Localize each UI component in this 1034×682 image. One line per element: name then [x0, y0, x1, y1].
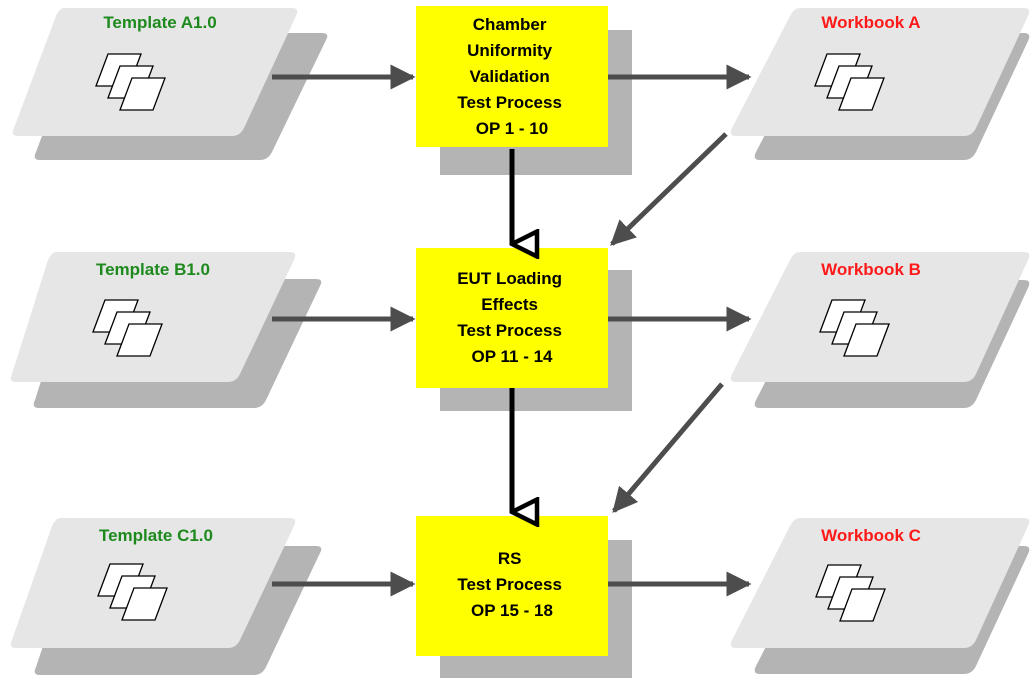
process-2-line: Effects: [481, 295, 538, 314]
workbook-card-c-face: [730, 518, 1030, 648]
process-1-line: Validation: [469, 67, 549, 86]
document-stack-icon: [92, 299, 163, 357]
arrow-workbook-a-to-process-2: [610, 132, 728, 246]
workbook-label-b: Workbook B: [821, 260, 921, 279]
template-card-b: Template B1.0: [10, 252, 322, 408]
document-stack-icon: [97, 563, 168, 621]
workbook-card-b-face: [730, 252, 1030, 382]
process-1-line: Chamber: [473, 15, 547, 34]
process-box-2-text: EUT Loading Effects Test Process OP 11 -…: [457, 269, 567, 366]
process-3-line: RS: [498, 549, 522, 568]
process-1-line: Uniformity: [467, 41, 553, 60]
process-box-1: Chamber Uniformity Validation Test Proce…: [416, 6, 632, 175]
template-card-a: Template A1.0: [12, 8, 328, 160]
process-2-line: Test Process: [457, 321, 562, 340]
document-stack-icon: [815, 564, 886, 622]
process-box-1-face: [416, 6, 608, 147]
template-card-c: Template C1.0: [10, 518, 322, 675]
template-label-b: Template B1.0: [96, 260, 210, 279]
document-stack-icon: [819, 299, 890, 357]
process-1-line: OP 1 - 10: [476, 119, 548, 138]
template-card-b-face: [10, 252, 296, 382]
process-box-1-text: Chamber Uniformity Validation Test Proce…: [457, 15, 566, 138]
workbook-label-c: Workbook C: [821, 526, 921, 545]
process-2-line: OP 11 - 14: [472, 347, 554, 366]
template-label-c: Template C1.0: [99, 526, 213, 545]
process-box-2: EUT Loading Effects Test Process OP 11 -…: [416, 248, 632, 411]
workbook-card-c: Workbook C: [730, 518, 1030, 674]
process-1-line: Test Process: [457, 93, 562, 112]
document-stack-icon: [814, 53, 885, 111]
process-box-3: RS Test Process OP 15 - 18: [416, 516, 632, 678]
process-box-2-face: [416, 248, 608, 388]
workbook-card-a-face: [730, 8, 1030, 136]
workbook-card-b: Workbook B: [730, 252, 1030, 408]
workbook-card-a: Workbook A: [730, 8, 1030, 160]
template-card-a-face: [12, 8, 298, 136]
workbook-label-a: Workbook A: [821, 13, 920, 32]
process-box-3-face: [416, 516, 608, 656]
process-2-line: EUT Loading: [457, 269, 562, 288]
arrow-workbook-b-to-process-3: [612, 382, 724, 513]
process-3-line: OP 15 - 18: [471, 601, 553, 620]
template-label-a: Template A1.0: [103, 13, 216, 32]
document-stack-icon: [95, 53, 166, 111]
process-3-line: Test Process: [457, 575, 562, 594]
process-box-3-text: RS Test Process OP 15 - 18: [457, 549, 566, 620]
